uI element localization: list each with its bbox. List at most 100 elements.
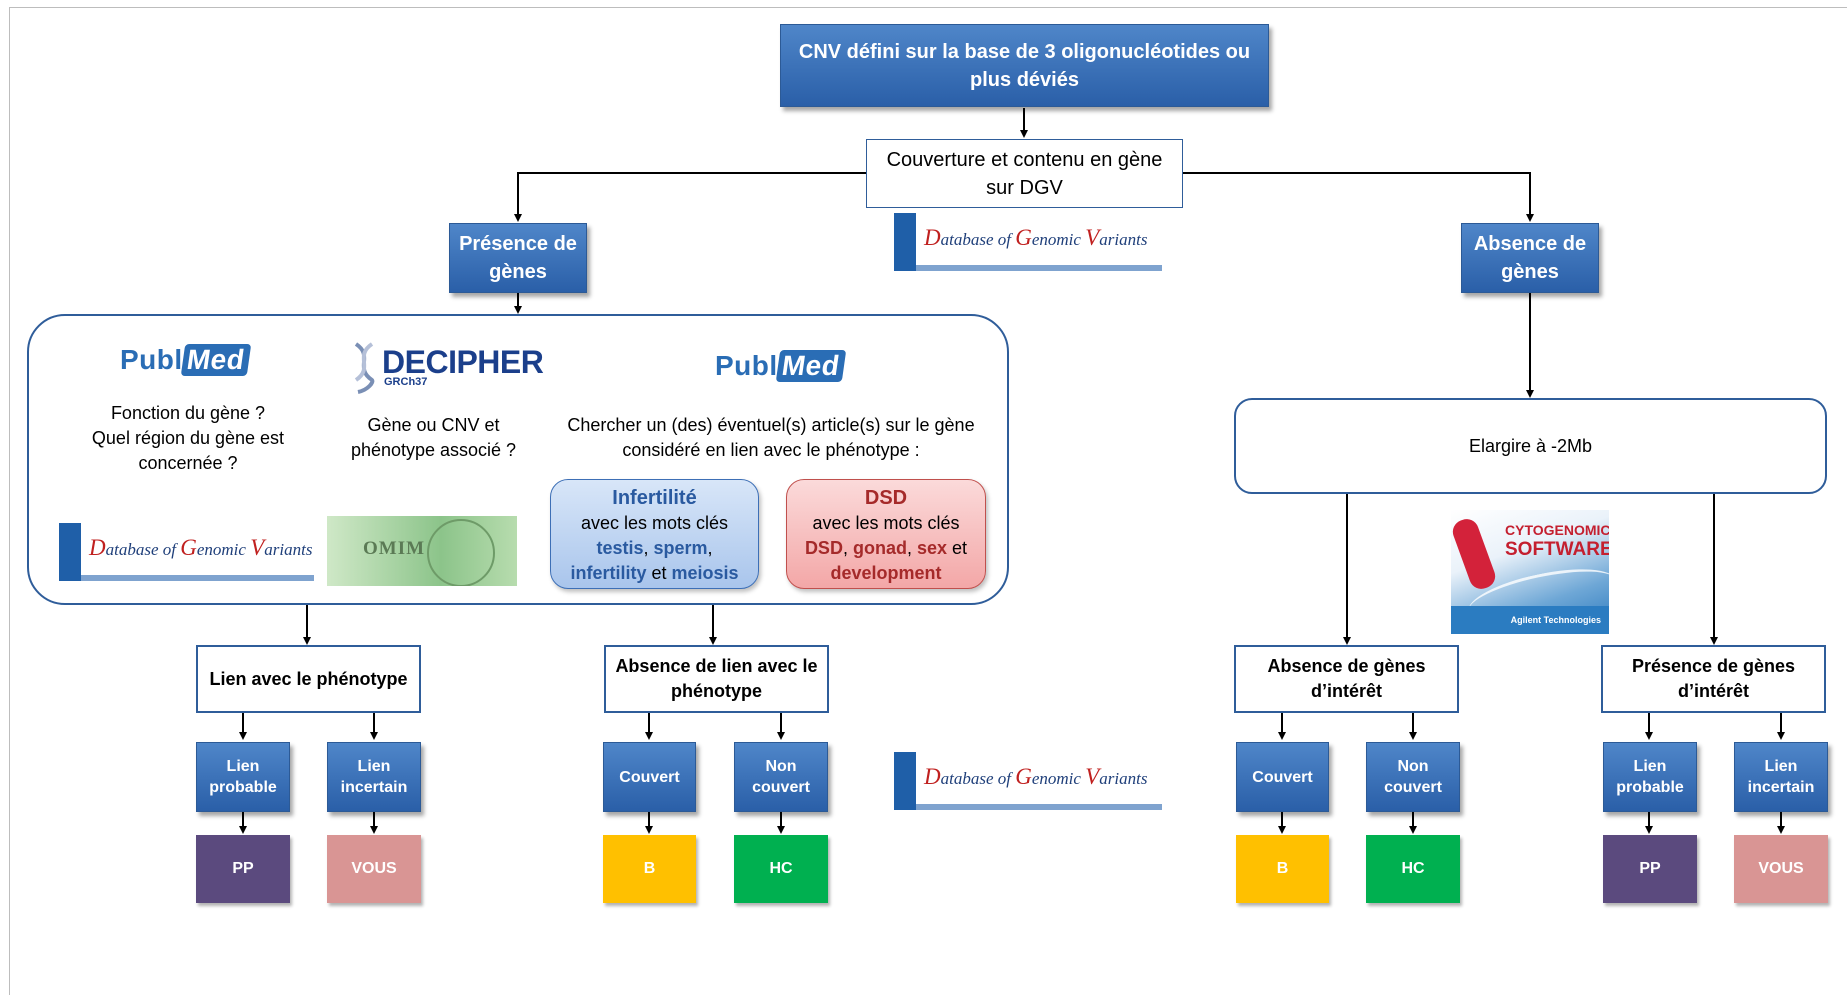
col2-line1: Gène ou CNV et <box>367 415 500 435</box>
node-non-couvert-right: Non couvert <box>1366 742 1460 812</box>
col1-text: Fonction du gène ? Quel région du gène e… <box>60 401 316 476</box>
infertility-box: Infertilité avec les mots clés testis, s… <box>550 479 759 589</box>
node-non-couvert-left: Non couvert <box>734 742 828 812</box>
abs-interet-line1: Absence de gènes <box>1267 656 1426 676</box>
absence-line1: Absence de <box>1473 233 1587 255</box>
node-coverage-line2: sur DGV <box>986 176 1063 199</box>
decipher-name: DECIPHER <box>382 344 544 380</box>
col1-line3: concernée ? <box>138 453 238 473</box>
presence-line2: gènes <box>489 261 547 283</box>
dgv-logo-line <box>916 265 1162 271</box>
node-couvert-left: Couvert <box>603 742 696 812</box>
dgv-logo-text: Database of Genomic Variants <box>924 225 1148 250</box>
node-cnv-definition: CNV défini sur la base de 3 oligonucléot… <box>780 24 1269 107</box>
dgv-logo-bar <box>894 213 916 271</box>
dgv-lower-bar <box>894 752 916 810</box>
dsd-keywords-intro: avec les mots clés <box>812 513 960 533</box>
dgv-lower-line <box>916 804 1162 810</box>
node-cnv-line1: CNV défini sur la base de 3 oligonucléot… <box>798 40 1251 63</box>
col1-line1: Fonction du gène ? <box>110 403 266 423</box>
chromosome-icon <box>1451 515 1499 593</box>
result-vous-right: VOUS <box>1734 835 1828 903</box>
lien-probable-r1: Lien <box>1633 758 1667 775</box>
dsd-keywords-1: DSD, gonad, sex et <box>804 538 968 558</box>
abs-lien-line1: Absence de lien avec le <box>615 656 818 676</box>
presence-line1: Présence de <box>459 233 577 255</box>
infertility-keywords-2: infertility et meiosis <box>570 563 739 583</box>
node-lien-incertain-right: Lien incertain <box>1734 742 1828 812</box>
col3-line1: Chercher un (des) éventuel(s) article(s)… <box>567 415 975 435</box>
lien-probable-l1: Lien <box>226 758 260 775</box>
elargir-label: Elargire à -2Mb <box>1468 435 1593 456</box>
dgv-logo-lower: Database of Genomic Variants <box>894 752 1162 810</box>
non-couvert-l2-left: couvert <box>752 779 810 796</box>
dsd-keywords-2: development <box>830 563 942 583</box>
lien-probable-r2: probable <box>1616 779 1684 796</box>
col3-text: Chercher un (des) éventuel(s) article(s)… <box>548 413 994 463</box>
node-elargir: Elargire à -2Mb <box>1234 398 1827 494</box>
lien-incertain-r1: Lien <box>1764 758 1798 775</box>
diagram-frame <box>9 7 1847 995</box>
dsd-box: DSD avec les mots clés DSD, gonad, sex e… <box>786 479 986 589</box>
cyto-title: CYTOGENOMICS <box>1505 522 1609 538</box>
node-absence-genes: Absence de gènes <box>1461 223 1599 293</box>
col2-line2: phénotype associé ? <box>350 440 517 460</box>
result-vous-left: VOUS <box>327 835 421 903</box>
node-couvert-right: Couvert <box>1236 742 1329 812</box>
cyto-footer: Agilent Technologies <box>1451 606 1609 634</box>
node-cnv-line2: plus déviés <box>970 68 1079 91</box>
omim-vitruvian-icon <box>427 519 495 586</box>
dgv-lower-text: Database of Genomic Variants <box>924 764 1148 789</box>
cyto-subtitle: SOFTWARE <box>1505 539 1609 560</box>
abs-lien-line2: phénotype <box>670 681 762 701</box>
col3-line2: considéré en lien avec le phénotype : <box>622 440 920 460</box>
dgv-logo: Database of Genomic Variants <box>894 213 1162 271</box>
non-couvert-l2-right: couvert <box>1384 779 1442 796</box>
node-lien-probable-left: Lien probable <box>196 742 290 812</box>
lien-incertain-l2: incertain <box>340 779 408 796</box>
node-presence-genes: Présence de gènes <box>449 223 587 293</box>
lien-incertain-l1: Lien <box>357 758 391 775</box>
node-lien-probable-right: Lien probable <box>1603 742 1697 812</box>
pres-interet-line1: Présence de gènes <box>1631 656 1796 676</box>
result-hc-right: HC <box>1366 835 1460 903</box>
non-couvert-l1-right: Non <box>1397 758 1429 775</box>
decipher-sub: GRCh37 <box>384 376 428 388</box>
dgv-panel-bar <box>59 523 81 581</box>
infertility-keywords-intro: avec les mots clés <box>580 513 729 533</box>
infertility-keywords-1: testis, sperm, <box>596 538 713 558</box>
node-coverage-dgv: Couverture et contenu en gène sur DGV <box>866 139 1183 208</box>
dgv-panel-text: Database of Genomic Variants <box>89 535 313 560</box>
node-absence-interet: Absence de gènes d’intérêt <box>1234 645 1459 713</box>
node-presence-interet: Présence de gènes d’intérêt <box>1601 645 1826 713</box>
dgv-panel-line <box>81 575 314 581</box>
node-lien-incertain-left: Lien incertain <box>327 742 421 812</box>
dsd-title: DSD <box>864 487 908 509</box>
result-b-left: B <box>603 835 696 903</box>
dgv-logo-panel: Database of Genomic Variants <box>59 523 314 581</box>
couvert-label-right: Couvert <box>1252 768 1313 786</box>
result-pp-left: PP <box>196 835 290 903</box>
pubmed-logo-right: PublMed <box>715 350 846 382</box>
result-pp-right: PP <box>1603 835 1697 903</box>
abs-interet-line2: d’intérêt <box>1310 681 1382 701</box>
omim-logo: OMIM <box>327 516 517 586</box>
couvert-label-left: Couvert <box>619 768 680 786</box>
pubmed-logo-left: PublMed <box>120 344 251 376</box>
pres-interet-line2: d’intérêt <box>1677 681 1749 701</box>
node-lien-phenotype: Lien avec le phénotype <box>196 645 421 713</box>
col2-text: Gène ou CNV et phénotype associé ? <box>336 413 531 463</box>
result-hc-left: HC <box>734 835 828 903</box>
cytogenomics-logo: CYTOGENOMICS SOFTWARE Agilent Technologi… <box>1451 510 1609 634</box>
infertility-title: Infertilité <box>612 487 697 509</box>
col1-line2: Quel région du gène est <box>91 428 285 448</box>
lien-label: Lien avec le phénotype <box>209 668 408 689</box>
non-couvert-l1-left: Non <box>765 758 797 775</box>
node-absence-lien: Absence de lien avec le phénotype <box>604 645 829 713</box>
result-b-right: B <box>1236 835 1329 903</box>
node-coverage-line1: Couverture et contenu en gène <box>886 148 1163 171</box>
omim-text: OMIM <box>363 538 426 559</box>
absence-line2: gènes <box>1501 261 1559 283</box>
decipher-logo: DECIPHER GRCh37 <box>350 342 544 399</box>
